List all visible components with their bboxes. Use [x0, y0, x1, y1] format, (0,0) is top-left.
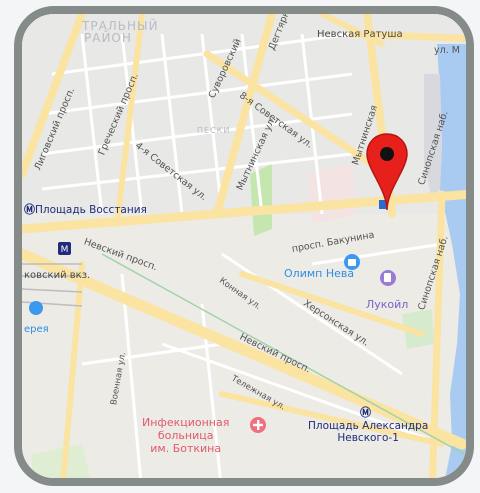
fuel-icon [380, 270, 396, 286]
district-label: ТРАЛЬНЫЙ [82, 19, 159, 33]
place-label-ratusha[interactable]: Невская Ратуша [317, 29, 403, 40]
metro-station-icon: M [58, 242, 71, 255]
river-water [437, 44, 466, 478]
place-label-hospital[interactable]: Инфекционная больница им. Боткина [142, 416, 229, 455]
hospital-name-line: им. Боткина [150, 442, 222, 455]
svg-text:M: M [61, 245, 69, 255]
parking-icon [379, 200, 387, 209]
metro-station-name: Площадь Восстания [35, 204, 147, 216]
pharmacy-icon [29, 301, 43, 315]
metro-icon: Ⓜ [24, 203, 35, 216]
street-label: ул. М [434, 45, 460, 56]
district-label: РАЙОН [84, 31, 132, 45]
metro-label-vosstaniya[interactable]: ⓂПлощадь Восстания [24, 203, 147, 217]
metro-station-name: Невского-1 [337, 432, 399, 444]
hospital-icon [250, 417, 266, 433]
hospital-name-line: Инфекционная [142, 416, 230, 429]
metro-label-alexandra[interactable]: Площадь Александра Невского-1 [308, 420, 428, 444]
shopping-icon [344, 254, 360, 270]
place-label-lukoil[interactable]: Лукойл [366, 298, 409, 311]
place-label-olimp[interactable]: Олимп Нева [284, 267, 355, 280]
metro-icon: Ⓜ [360, 406, 371, 419]
hospital-name-line: больница [157, 429, 214, 442]
station-label[interactable]: ковский вкз. [24, 270, 91, 281]
map-canvas[interactable]: M [22, 14, 474, 486]
map-pin-icon[interactable] [365, 132, 409, 212]
minor-streets [41, 32, 443, 478]
pharmacy-label[interactable]: ерея [24, 324, 49, 335]
district-label: ПЕСКИ [197, 126, 231, 135]
metro-station-name: Площадь Александра [308, 420, 429, 432]
map-frame[interactable]: M ТРАЛЬНЫЙ РАЙОН ПЕСКИ Невская Ратуша ул… [14, 6, 474, 486]
